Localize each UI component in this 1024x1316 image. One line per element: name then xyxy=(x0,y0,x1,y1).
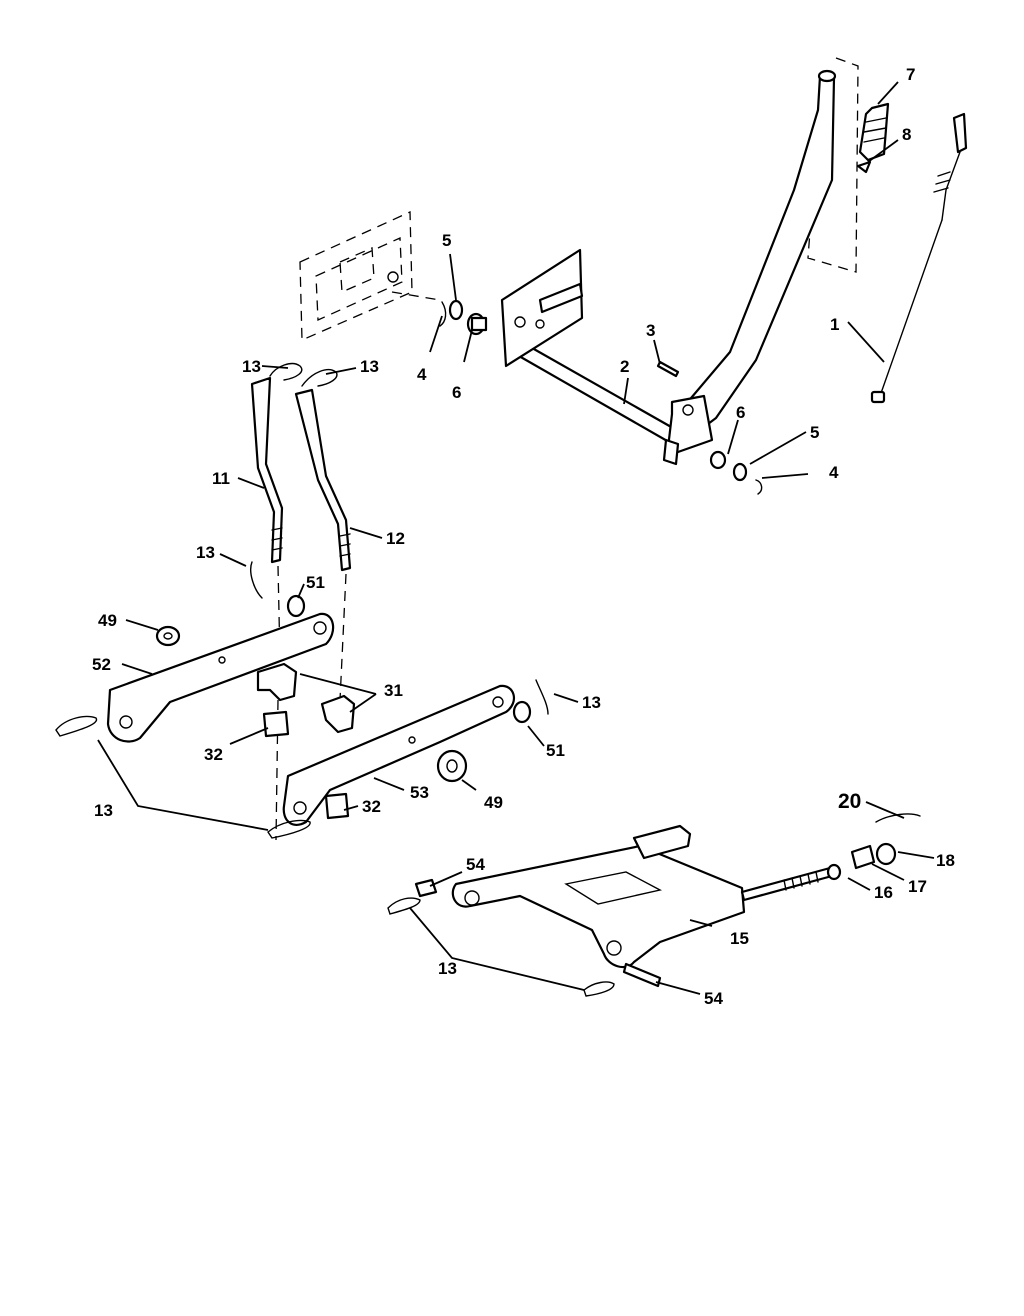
callout-53: 53 xyxy=(410,783,429,802)
trunnions xyxy=(256,662,356,820)
callout-13-lower-left: 13 xyxy=(94,801,113,820)
callout-5-right: 5 xyxy=(810,423,819,442)
callout-17: 17 xyxy=(908,877,927,896)
washers xyxy=(155,594,532,783)
lower-assembly-15 xyxy=(414,824,834,988)
callout-52: 52 xyxy=(92,655,111,674)
callout-51-lower: 51 xyxy=(546,741,565,760)
callout-18: 18 xyxy=(936,851,955,870)
hairpin-clips-lower xyxy=(55,715,921,997)
callout-7: 7 xyxy=(906,65,915,84)
callout-32-upper: 32 xyxy=(204,745,223,764)
callout-5-left: 5 xyxy=(442,231,451,250)
lift-rods xyxy=(250,376,352,841)
callout-4-right: 4 xyxy=(829,463,839,482)
callout-54-upper: 54 xyxy=(466,855,485,874)
callout-31: 31 xyxy=(384,681,403,700)
lift-link-52 xyxy=(106,612,335,743)
callout-13-top-right: 13 xyxy=(360,357,379,376)
callout-13-mid-right: 13 xyxy=(582,693,601,712)
callout-6-right: 6 xyxy=(736,403,745,422)
callout-6-left: 6 xyxy=(452,383,461,402)
callout-2: 2 xyxy=(620,357,629,376)
callout-32-lower: 32 xyxy=(362,797,381,816)
callout-13-top-left: 13 xyxy=(242,357,261,376)
lift-link-53 xyxy=(282,684,516,826)
frame-outline xyxy=(299,211,441,341)
lift-handle xyxy=(662,69,837,466)
callout-16: 16 xyxy=(874,883,893,902)
swivel-hardware xyxy=(826,842,897,881)
callout-51-upper: 51 xyxy=(306,573,325,592)
callout-49-left: 49 xyxy=(98,611,117,630)
callout-13-bottom: 13 xyxy=(438,959,457,978)
callout-4-left: 4 xyxy=(417,365,427,384)
callout-54-lower: 54 xyxy=(704,989,723,1008)
callout-20: 20 xyxy=(838,790,861,813)
callout-15: 15 xyxy=(730,929,749,948)
callout-13-mid-left: 13 xyxy=(196,543,215,562)
callout-11: 11 xyxy=(212,469,230,488)
hardware-small xyxy=(439,299,763,495)
leader-lines xyxy=(97,81,935,995)
callout-3: 3 xyxy=(646,321,655,340)
lift-shaft xyxy=(500,248,682,448)
hairpin-clips-top xyxy=(250,362,549,715)
callout-8: 8 xyxy=(902,125,911,144)
cable-rod xyxy=(870,112,968,404)
callout-12: 12 xyxy=(386,529,405,548)
callout-1: 1 xyxy=(830,315,839,334)
hand-grip xyxy=(856,102,890,174)
callout-49-right: 49 xyxy=(484,793,503,812)
callouts: 1 2 3 4 4 5 5 6 6 7 8 11 12 13 13 13 13 … xyxy=(92,65,955,1008)
